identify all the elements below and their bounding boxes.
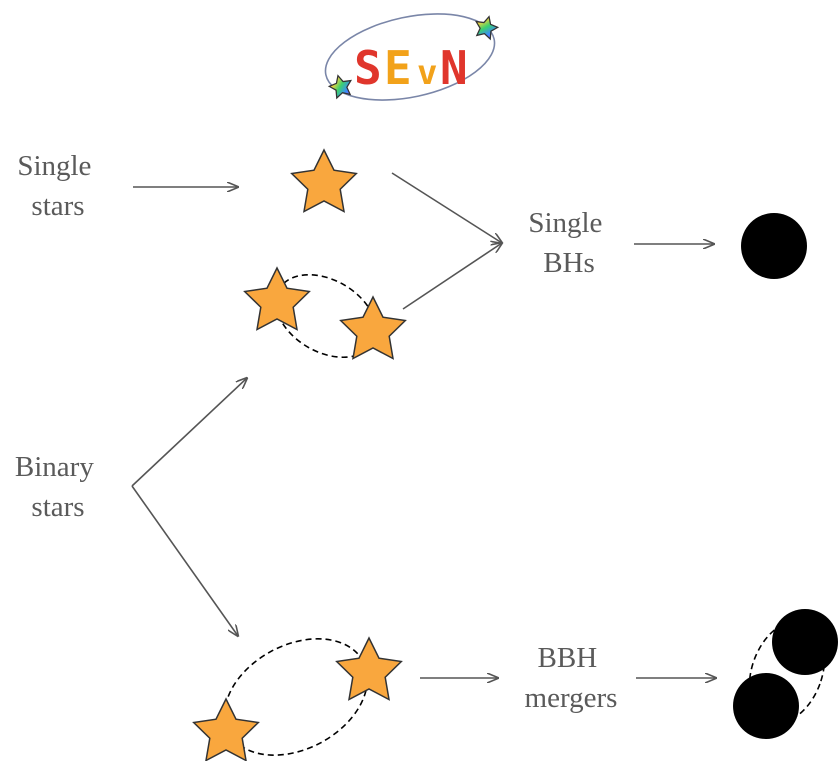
star-icon [335, 636, 403, 701]
rainbow-star-icon [327, 74, 353, 100]
binary-stars-line1: Binary [15, 451, 94, 483]
arrow-binary-up [131, 378, 247, 487]
single-bhs-line2: BHs [543, 247, 595, 279]
binary-stars-label: Binary stars [15, 451, 101, 523]
bbh-mergers-line2: mergers [525, 682, 618, 714]
rainbow-star-icon [474, 15, 500, 41]
seven-logo: S E v N [324, 13, 500, 101]
star-icon [243, 266, 311, 331]
star-icon [339, 295, 407, 360]
black-hole-icon [733, 673, 799, 739]
black-hole-icon [741, 213, 807, 279]
arrow-binary-to-bhs [402, 243, 502, 310]
star-icon [192, 697, 260, 761]
arrow-single-star-to-bhs [391, 172, 502, 243]
dashed-orbit [748, 619, 826, 725]
binary-stars-line2: stars [31, 491, 84, 523]
single-bhs-label: Single BHs [528, 207, 609, 279]
logo-letter-v: v [417, 53, 437, 93]
arrow-binary-down [131, 485, 238, 636]
black-hole-icon [772, 609, 838, 675]
star-icon [290, 148, 358, 213]
single-stars-line2: stars [31, 190, 84, 222]
logo-letter-n: N [440, 41, 468, 95]
bbh-mergers-line1: BBH [538, 642, 598, 674]
single-stars-label: Single stars [17, 150, 98, 222]
logo-ellipse [324, 13, 496, 101]
single-bhs-line1: Single [528, 207, 602, 239]
logo-letter-s: S [354, 41, 382, 95]
logo-letter-e: E [384, 41, 412, 95]
bbh-mergers-label: BBH mergers [525, 642, 618, 714]
single-stars-line1: Single [17, 150, 91, 182]
